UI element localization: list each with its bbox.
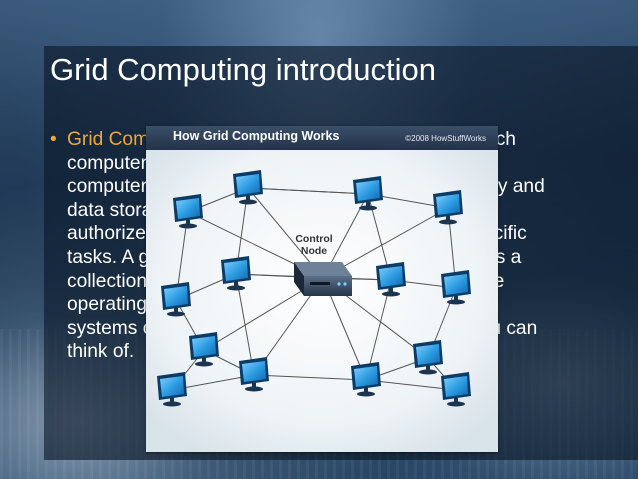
monitor-icon — [189, 332, 219, 367]
bullet-marker: • — [50, 129, 57, 150]
grid-computing-figure: How Grid Computing Works ©2008 HowStuffW… — [146, 126, 498, 452]
monitor-icon — [157, 372, 187, 407]
network-link — [235, 273, 255, 376]
monitor-icon — [441, 372, 471, 407]
monitor-icon — [239, 357, 269, 392]
monitor-icon — [441, 270, 471, 305]
control-node-icon — [294, 262, 352, 296]
monitor-icon — [433, 190, 463, 225]
control-node-label-line2: Node — [301, 245, 327, 257]
monitor-icon — [233, 170, 263, 205]
body-text: think of. — [67, 341, 135, 363]
figure-copyright: ©2008 HowStuffWorks — [405, 134, 486, 143]
monitor-icon — [353, 176, 383, 211]
monitor-icon — [173, 194, 203, 229]
slide-title: Grid Computing introduction — [50, 52, 436, 87]
body-text-line: think of. — [50, 340, 625, 364]
network-link — [247, 187, 369, 195]
monitor-icon — [413, 340, 443, 375]
figure-title: How Grid Computing Works — [173, 129, 340, 143]
network-link — [253, 374, 367, 381]
network-nodes — [157, 170, 471, 407]
monitor-icon — [161, 282, 191, 317]
network-link — [365, 379, 457, 391]
control-node-label-line1: Control — [295, 233, 332, 245]
monitor-icon — [376, 262, 406, 297]
network-diagram: Control Node — [146, 150, 498, 452]
monitor-icon — [351, 362, 381, 397]
monitor-icon — [221, 256, 251, 291]
figure-header: How Grid Computing Works ©2008 HowStuffW… — [146, 126, 498, 150]
